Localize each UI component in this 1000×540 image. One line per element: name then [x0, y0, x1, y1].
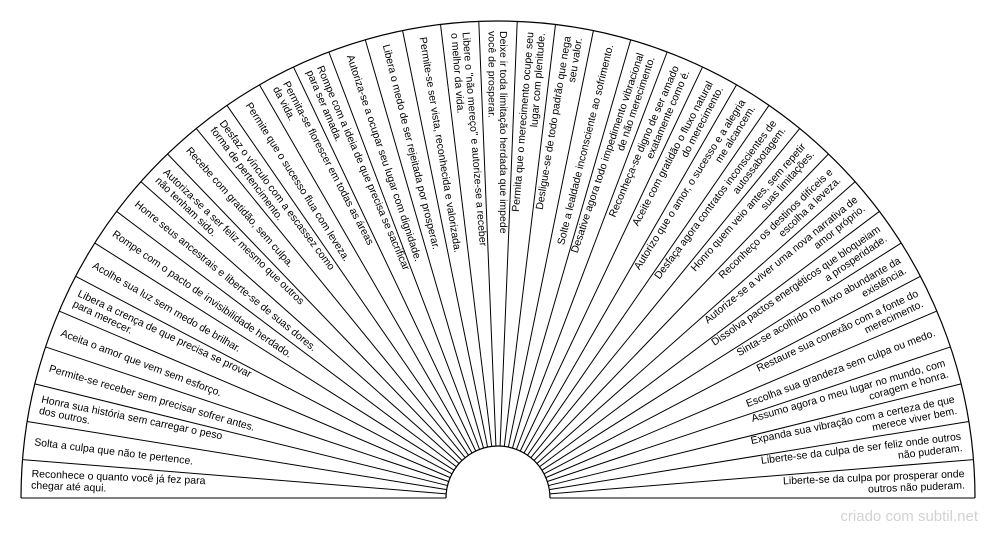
divider-line — [226, 105, 469, 456]
divider-line — [507, 30, 594, 448]
divider-line — [536, 181, 856, 464]
divider-line — [167, 153, 463, 461]
divider-line — [27, 420, 447, 491]
divider-line — [548, 383, 962, 487]
divider-line — [549, 459, 974, 495]
divider-line — [515, 51, 668, 450]
divider-line — [75, 275, 453, 475]
divider-line — [523, 84, 737, 454]
divider-line — [539, 211, 880, 468]
divider-line — [195, 128, 466, 459]
divider-line — [478, 21, 497, 447]
segment-text: Liberte-se da culpa por prosperar ondeou… — [783, 468, 965, 499]
divider-line — [34, 383, 448, 487]
segment-text: Reconhece o quanto você já fez parachega… — [31, 468, 206, 498]
divider-line — [541, 242, 902, 471]
divider-line — [364, 39, 485, 449]
divider-line — [259, 84, 473, 454]
divider-line — [140, 181, 460, 464]
divider-line — [440, 24, 493, 447]
credit-text: criado com subtil.net — [840, 508, 978, 525]
divider-line — [543, 275, 921, 475]
segment-text-line: você de prosperar. — [486, 31, 498, 118]
inner-arc — [445, 445, 551, 499]
segment-text-line: chegar até aqui. — [31, 480, 107, 495]
divider-line — [116, 211, 457, 468]
segment-text: Deixe ir toda limitação herdada que impe… — [486, 31, 510, 234]
divider-line — [549, 420, 969, 491]
divider-line — [45, 346, 449, 483]
divider-line — [293, 66, 477, 452]
outer-arc — [20, 20, 976, 499]
divider-line — [94, 242, 455, 471]
divider-line — [22, 459, 447, 495]
divider-line — [402, 30, 489, 448]
divider-line — [503, 24, 556, 447]
divider-line — [511, 39, 632, 449]
divider-line — [328, 51, 481, 450]
divider-line — [58, 310, 451, 479]
segment-text-line: Deixe ir toda limitação herdada que impe… — [497, 31, 509, 234]
divider-line — [499, 21, 518, 447]
segment-label: Liberte-se da culpa por prosperar ondeou… — [783, 468, 965, 499]
divider-line — [545, 310, 938, 479]
segment-label: Reconhece o quanto você já fez parachega… — [31, 468, 206, 498]
segment-text-line: outros não puderam. — [868, 480, 965, 496]
divider-line — [530, 128, 801, 459]
divider-line — [533, 153, 829, 461]
segment-label: Deixe ir toda limitação herdada que impe… — [486, 31, 510, 234]
divider-line — [547, 346, 951, 483]
divider-line — [519, 66, 703, 452]
divider-line — [527, 105, 770, 456]
